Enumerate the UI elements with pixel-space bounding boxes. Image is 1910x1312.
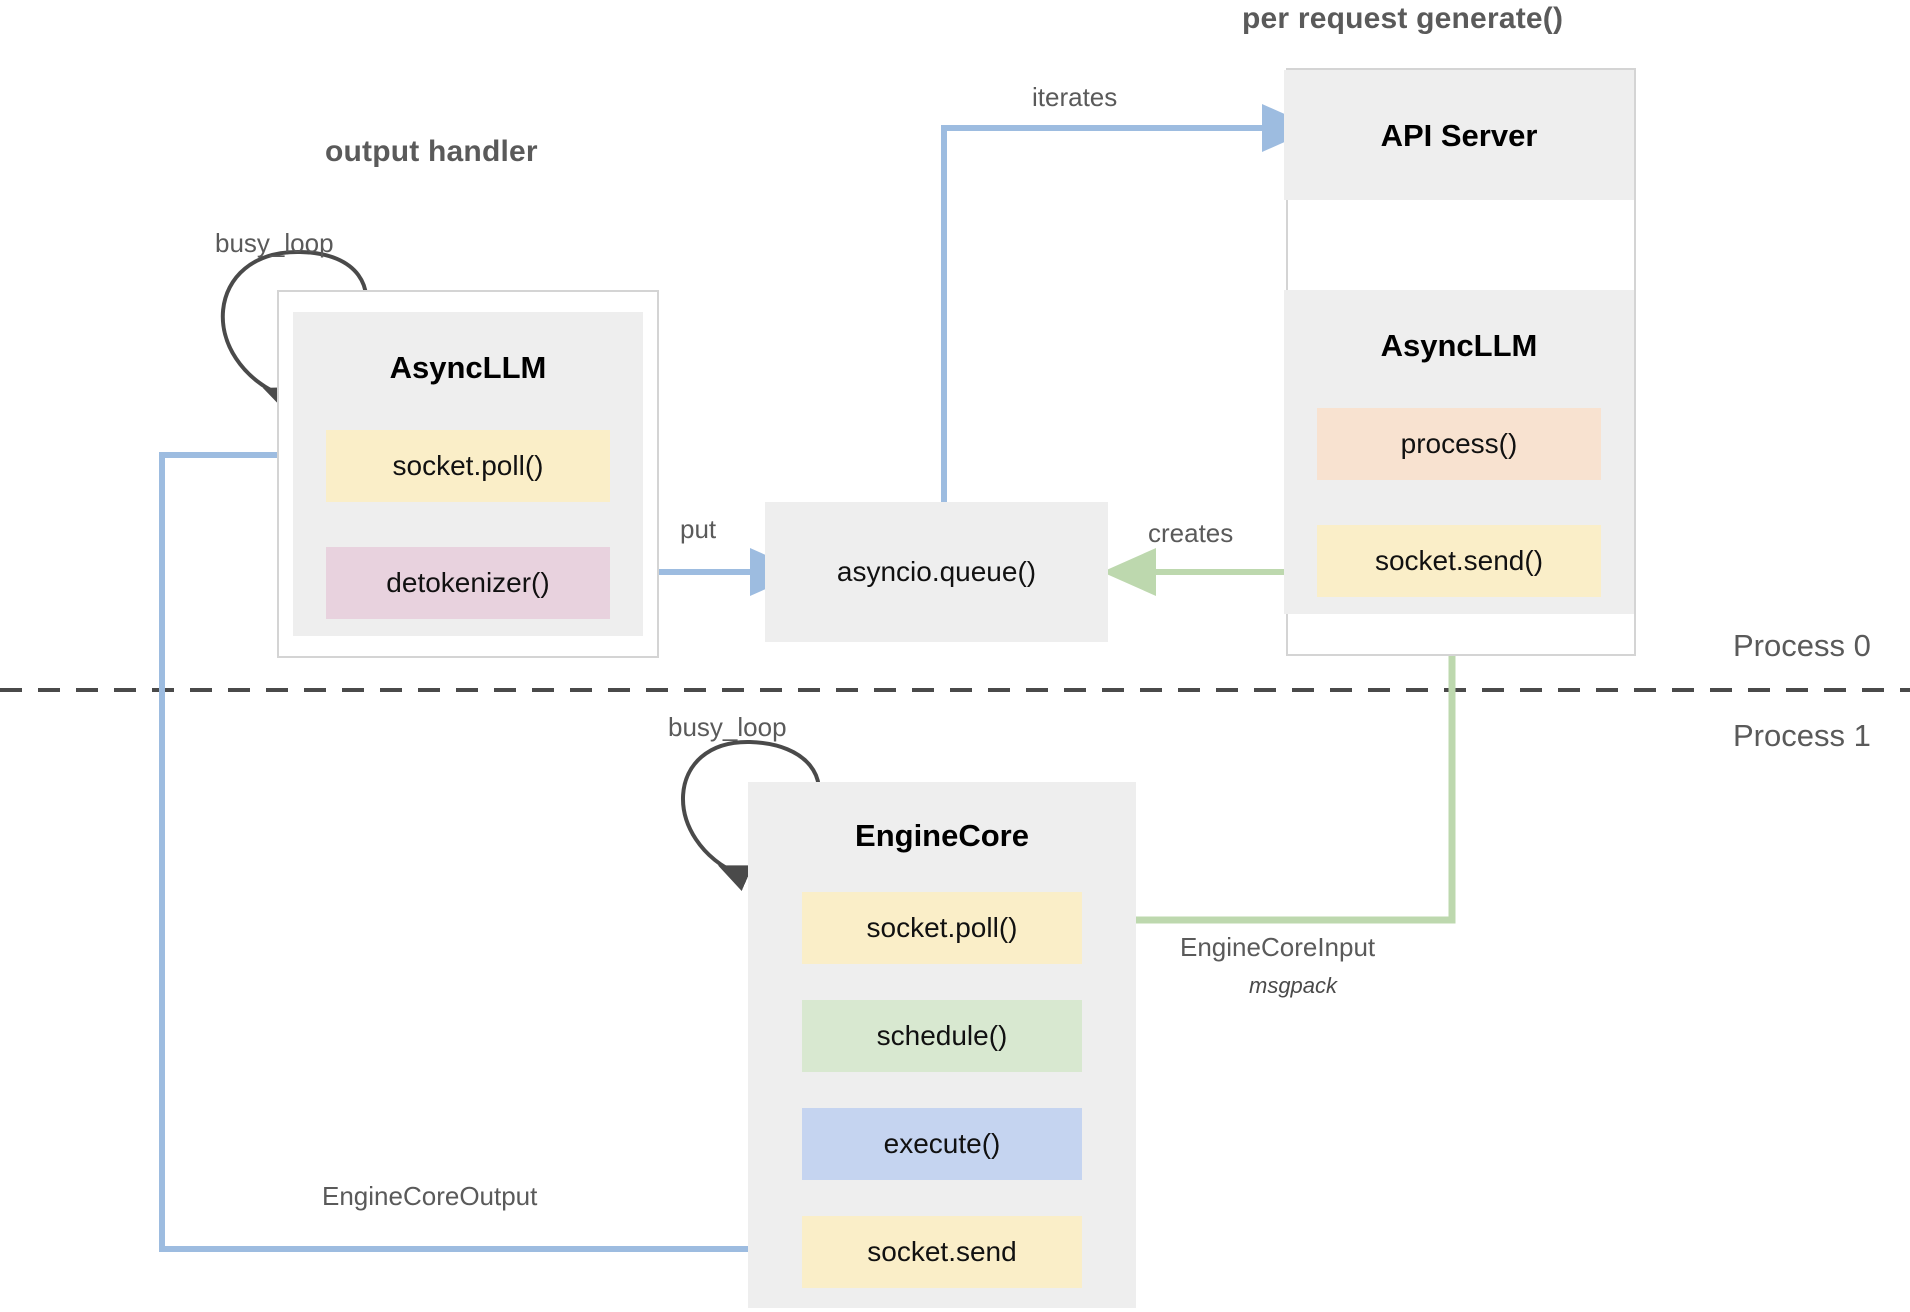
edge-label-busy-loop-engine-core: busy_loop — [668, 712, 787, 742]
component-async-llm-output-handler[interactable]: AsyncLLM socket.poll() detokenizer() — [293, 312, 643, 636]
component-title-api-server: API Server — [1380, 118, 1538, 153]
component-async-llm-per-request[interactable]: AsyncLLM process() socket.send() — [1284, 290, 1634, 614]
component-title-engine-core: EngineCore — [855, 818, 1029, 853]
box-asyncio-queue[interactable]: asyncio.queue() — [765, 502, 1108, 642]
group-title-output-handler: output handler — [325, 135, 538, 168]
method-schedule-engine-core[interactable]: schedule() — [802, 1000, 1082, 1072]
method-detokenizer-async-llm-left[interactable]: detokenizer() — [326, 547, 610, 619]
edge-label-engine-core-output: EngineCoreOutput — [322, 1181, 538, 1211]
method-socket-poll-engine-core[interactable]: socket.poll() — [802, 892, 1082, 964]
edge-label-engine-core-input: EngineCoreInput — [1180, 932, 1376, 962]
edge-iterates — [941, 104, 1316, 505]
method-socket-send-engine-core[interactable]: socket.send — [802, 1216, 1082, 1288]
edge-label-busy-loop-left: busy_loop — [215, 228, 334, 258]
component-title-async-llm-left: AsyncLLM — [389, 350, 547, 385]
edge-label-put: put — [680, 514, 717, 544]
edge-label-creates: creates — [1148, 518, 1234, 548]
edge-label-engine-core-input-msgpack: msgpack — [1249, 973, 1338, 998]
method-socket-send-async-llm-right[interactable]: socket.send() — [1317, 525, 1601, 597]
component-title-async-llm-right: AsyncLLM — [1380, 328, 1538, 363]
process-label-0: Process 0 — [1733, 628, 1871, 663]
method-process-async-llm-right[interactable]: process() — [1317, 408, 1601, 480]
method-socket-poll-async-llm-left[interactable]: socket.poll() — [326, 430, 610, 502]
group-title-per-request-generate: per request generate() — [1242, 2, 1564, 35]
component-api-server[interactable]: API Server — [1284, 70, 1634, 200]
method-execute-engine-core[interactable]: execute() — [802, 1108, 1082, 1180]
edge-label-iterates: iterates — [1032, 82, 1118, 112]
process-label-1: Process 1 — [1733, 718, 1871, 753]
component-engine-core[interactable]: EngineCore socket.poll() schedule() exec… — [748, 782, 1136, 1308]
